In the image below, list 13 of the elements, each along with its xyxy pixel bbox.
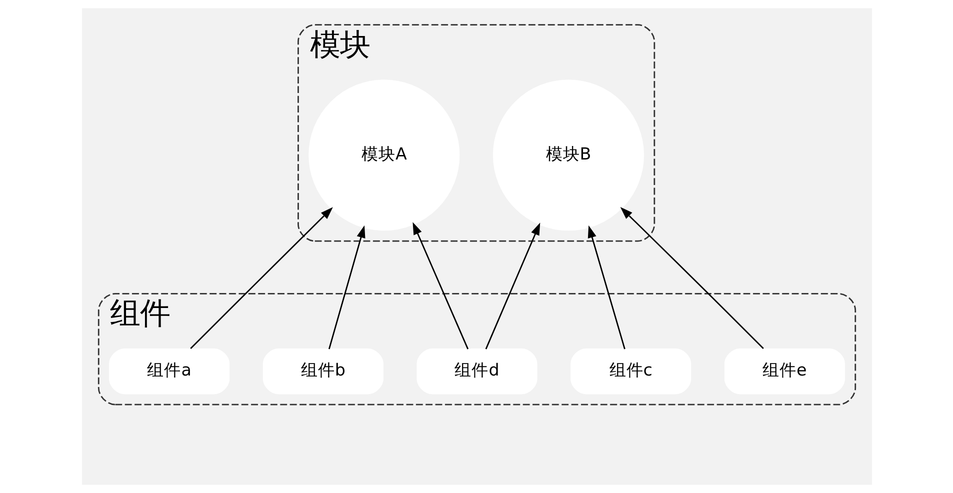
- arrow: [328, 225, 365, 350]
- arrow: [484, 222, 540, 350]
- arrow: [587, 225, 625, 350]
- arrow: [620, 207, 764, 349]
- arrow: [190, 207, 332, 350]
- node-box: 组件e: [724, 348, 844, 394]
- node-box: 组件c: [570, 348, 691, 394]
- node-box: 组件b: [262, 348, 383, 394]
- node-box: 组件d: [416, 348, 537, 394]
- node-box: 组件a: [108, 348, 230, 394]
- node-circle: 模块A: [308, 80, 460, 231]
- arrow: [412, 222, 468, 350]
- node-circle: 模块B: [492, 80, 644, 231]
